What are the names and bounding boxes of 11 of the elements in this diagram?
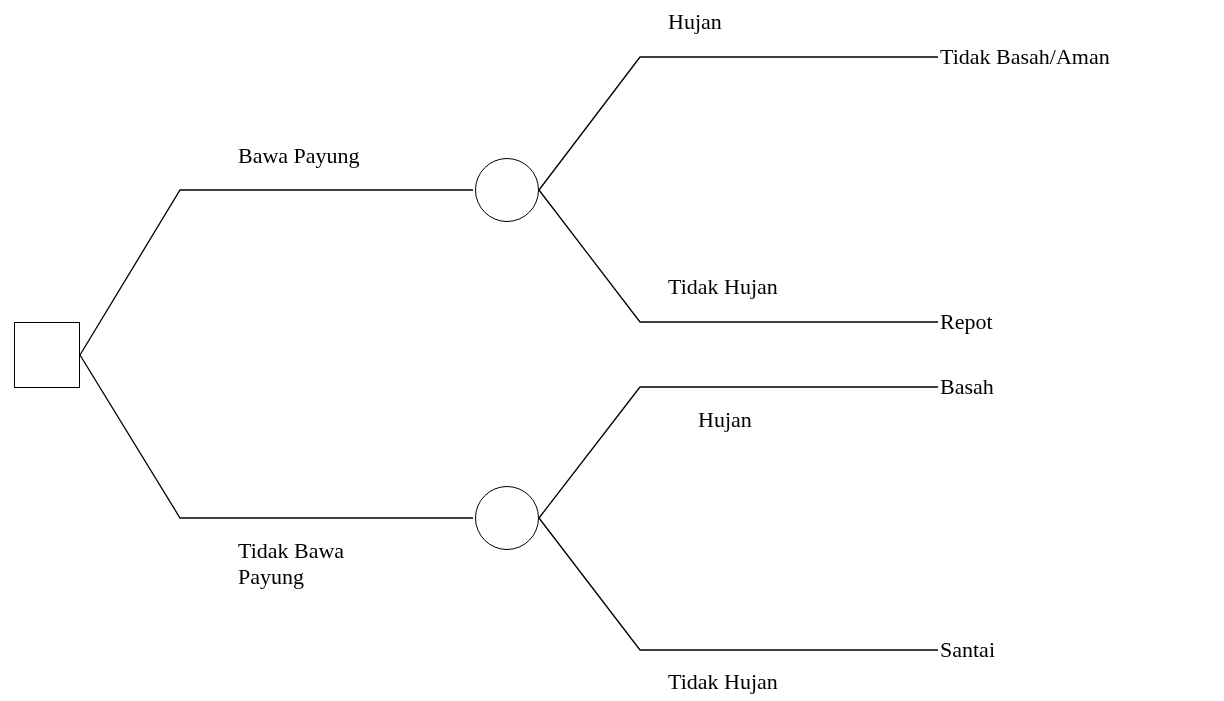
branch-line xyxy=(538,386,939,519)
branch-line xyxy=(79,354,474,519)
branch-line xyxy=(538,56,939,191)
outcome-label: Tidak Basah/Aman xyxy=(940,44,1110,70)
branch-line xyxy=(538,517,939,651)
branch-line xyxy=(538,189,939,323)
outcome-label: Basah xyxy=(940,374,994,400)
decision-box xyxy=(14,322,80,388)
branch-line xyxy=(79,189,474,356)
outcome-label: Santai xyxy=(940,637,995,663)
outcome-label: Repot xyxy=(940,309,993,335)
